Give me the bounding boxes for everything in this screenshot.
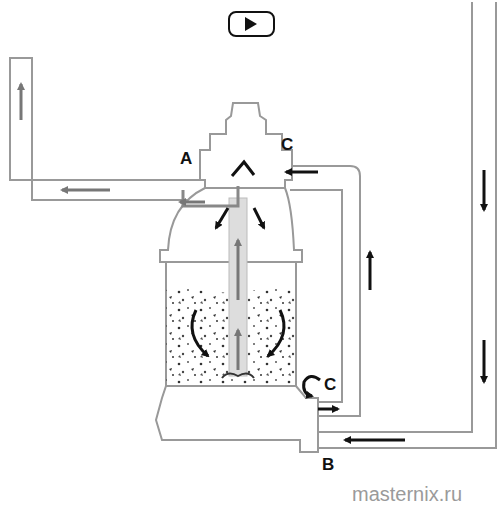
port-label: B (322, 456, 334, 473)
watermark: masternix.ru (352, 484, 462, 504)
port-label: C (324, 376, 336, 393)
port-label: C (281, 136, 293, 153)
port-label: A (180, 150, 192, 167)
